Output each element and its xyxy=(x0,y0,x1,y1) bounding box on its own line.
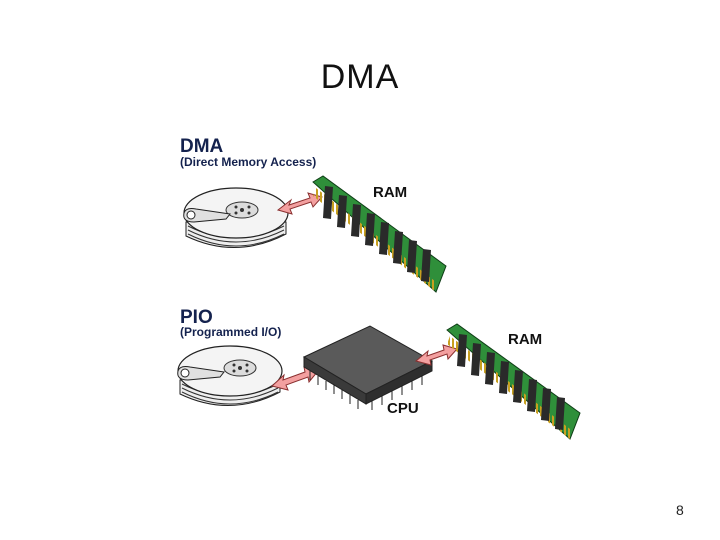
pio-subheading: (Programmed I/O) xyxy=(180,325,281,339)
page-number: 8 xyxy=(676,502,684,518)
slide-title: DMA xyxy=(320,58,400,96)
dma-heading: DMA xyxy=(180,136,224,157)
dma-subheading: (Direct Memory Access) xyxy=(180,155,316,169)
ram-module-icon xyxy=(446,323,581,440)
dma-ram-label: RAM xyxy=(373,184,407,201)
ram-module-icon xyxy=(312,175,447,293)
cpu-chip-icon xyxy=(302,325,434,410)
hard-disk-icon xyxy=(177,345,283,406)
cpu-label: CPU xyxy=(387,400,419,417)
pio-ram-label: RAM xyxy=(508,331,542,348)
hard-disk-icon xyxy=(183,187,289,248)
pio-heading: PIO xyxy=(180,307,213,328)
